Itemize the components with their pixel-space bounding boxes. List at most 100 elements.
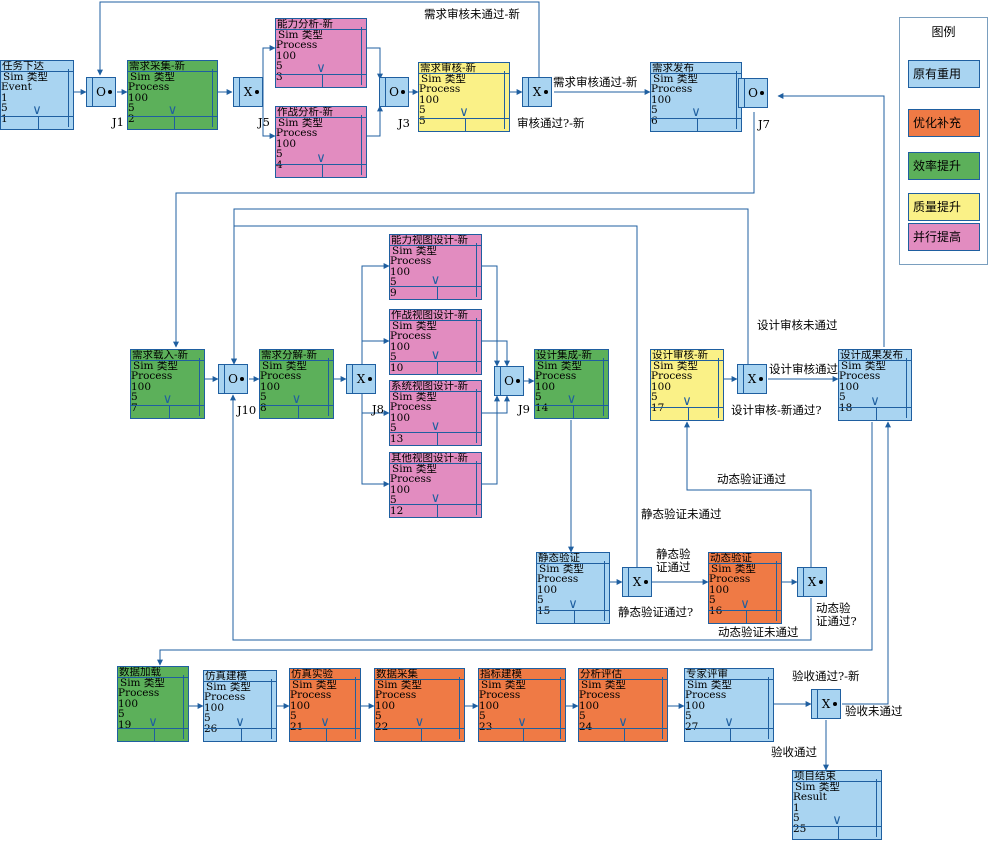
activity-val1: 100 xyxy=(290,699,311,712)
box-divider xyxy=(204,681,276,682)
dot-icon xyxy=(819,580,823,584)
junction-jx2[interactable]: X xyxy=(737,364,767,394)
chevron-down-icon: ∨ xyxy=(414,715,425,730)
junction-jx3[interactable]: X xyxy=(622,567,652,597)
box-divider xyxy=(537,563,609,564)
activity-kind: Process xyxy=(260,370,302,382)
activity-kind: Process xyxy=(128,81,170,93)
chevron-down-icon: ∨ xyxy=(148,715,158,730)
activity-val2: 5 xyxy=(276,148,283,160)
junction-symbol: O xyxy=(748,86,758,100)
legend-label: 效率提升 xyxy=(913,159,962,173)
activity-val1: 100 xyxy=(839,380,860,393)
chevron-down-icon: ∨ xyxy=(430,491,441,506)
label-dynamic-q: 动态验 证通过? xyxy=(816,601,857,628)
box-divider xyxy=(651,73,741,74)
box-divider xyxy=(298,406,299,418)
box-divider xyxy=(390,432,481,433)
chevron-down-icon: ∨ xyxy=(291,392,302,407)
box-divider xyxy=(361,27,362,85)
activity-name: 需求采集-新 xyxy=(129,60,186,72)
activity-type: Sim 类型 xyxy=(537,359,582,372)
activity-name: 系统视图设计-新 xyxy=(391,380,469,392)
box-divider xyxy=(322,165,323,177)
activity-name: 数据采集 xyxy=(376,668,418,680)
activity-val1: 100 xyxy=(375,699,396,712)
activity-kind: Process xyxy=(390,473,432,485)
activity-name: 专家评审 xyxy=(686,668,728,680)
box-divider xyxy=(535,360,608,361)
junction-jx5[interactable]: X xyxy=(811,689,841,719)
activity-num: 27 xyxy=(685,720,699,733)
activity-kind: Process xyxy=(375,689,417,701)
activity-type: Sim 类型 xyxy=(392,244,437,257)
activity-name: 需求发布 xyxy=(652,62,694,74)
junction-j9[interactable]: O xyxy=(494,366,524,396)
activity-kind: Result xyxy=(793,791,827,803)
junction-j10[interactable]: O xyxy=(218,364,248,394)
activity-kind: Event xyxy=(1,81,32,93)
activity-num: 8 xyxy=(260,401,267,414)
junction-jx4[interactable]: X xyxy=(797,567,827,597)
junction-j7[interactable]: O xyxy=(738,78,768,108)
junction-j8[interactable]: X xyxy=(346,364,376,394)
activity-name: 作战分析-新 xyxy=(277,106,334,118)
activity-val1: 100 xyxy=(390,340,411,353)
box-divider xyxy=(276,164,366,165)
junction-jx1[interactable]: X xyxy=(522,77,552,107)
label-accept-q: 验收通过?-新 xyxy=(792,669,860,683)
activity-val2: 5 xyxy=(535,391,542,403)
box-divider xyxy=(1,71,73,72)
box-divider xyxy=(128,116,217,117)
activity-val2: 5 xyxy=(290,710,297,722)
box-divider xyxy=(523,729,524,741)
box-divider xyxy=(118,728,188,729)
box-divider xyxy=(437,433,438,445)
box-divider xyxy=(685,728,773,729)
activity-val1: 100 xyxy=(128,91,149,104)
activity-type: Sim 类型 xyxy=(711,562,756,575)
junction-j1[interactable]: O xyxy=(86,77,116,107)
junction-j3[interactable]: O xyxy=(379,77,409,107)
activity-val1: 1 xyxy=(793,801,800,814)
activity-num: 23 xyxy=(479,720,493,733)
activity-kind: Process xyxy=(839,370,881,382)
activity-val1: 100 xyxy=(535,380,556,393)
chevron-down-icon: ∨ xyxy=(316,61,326,76)
label-req-review-fail: 需求审核未通过-新 xyxy=(424,7,520,21)
box-divider xyxy=(537,610,609,611)
box-divider xyxy=(290,679,360,680)
activity-val1: 100 xyxy=(685,699,706,712)
activity-val1: 100 xyxy=(479,699,500,712)
box-divider xyxy=(169,406,170,418)
box-divider xyxy=(476,461,477,515)
activity-val2: 5 xyxy=(419,104,426,116)
legend-item-parallel: 并行提高 xyxy=(908,223,980,251)
junction-j5[interactable]: X xyxy=(233,77,263,107)
